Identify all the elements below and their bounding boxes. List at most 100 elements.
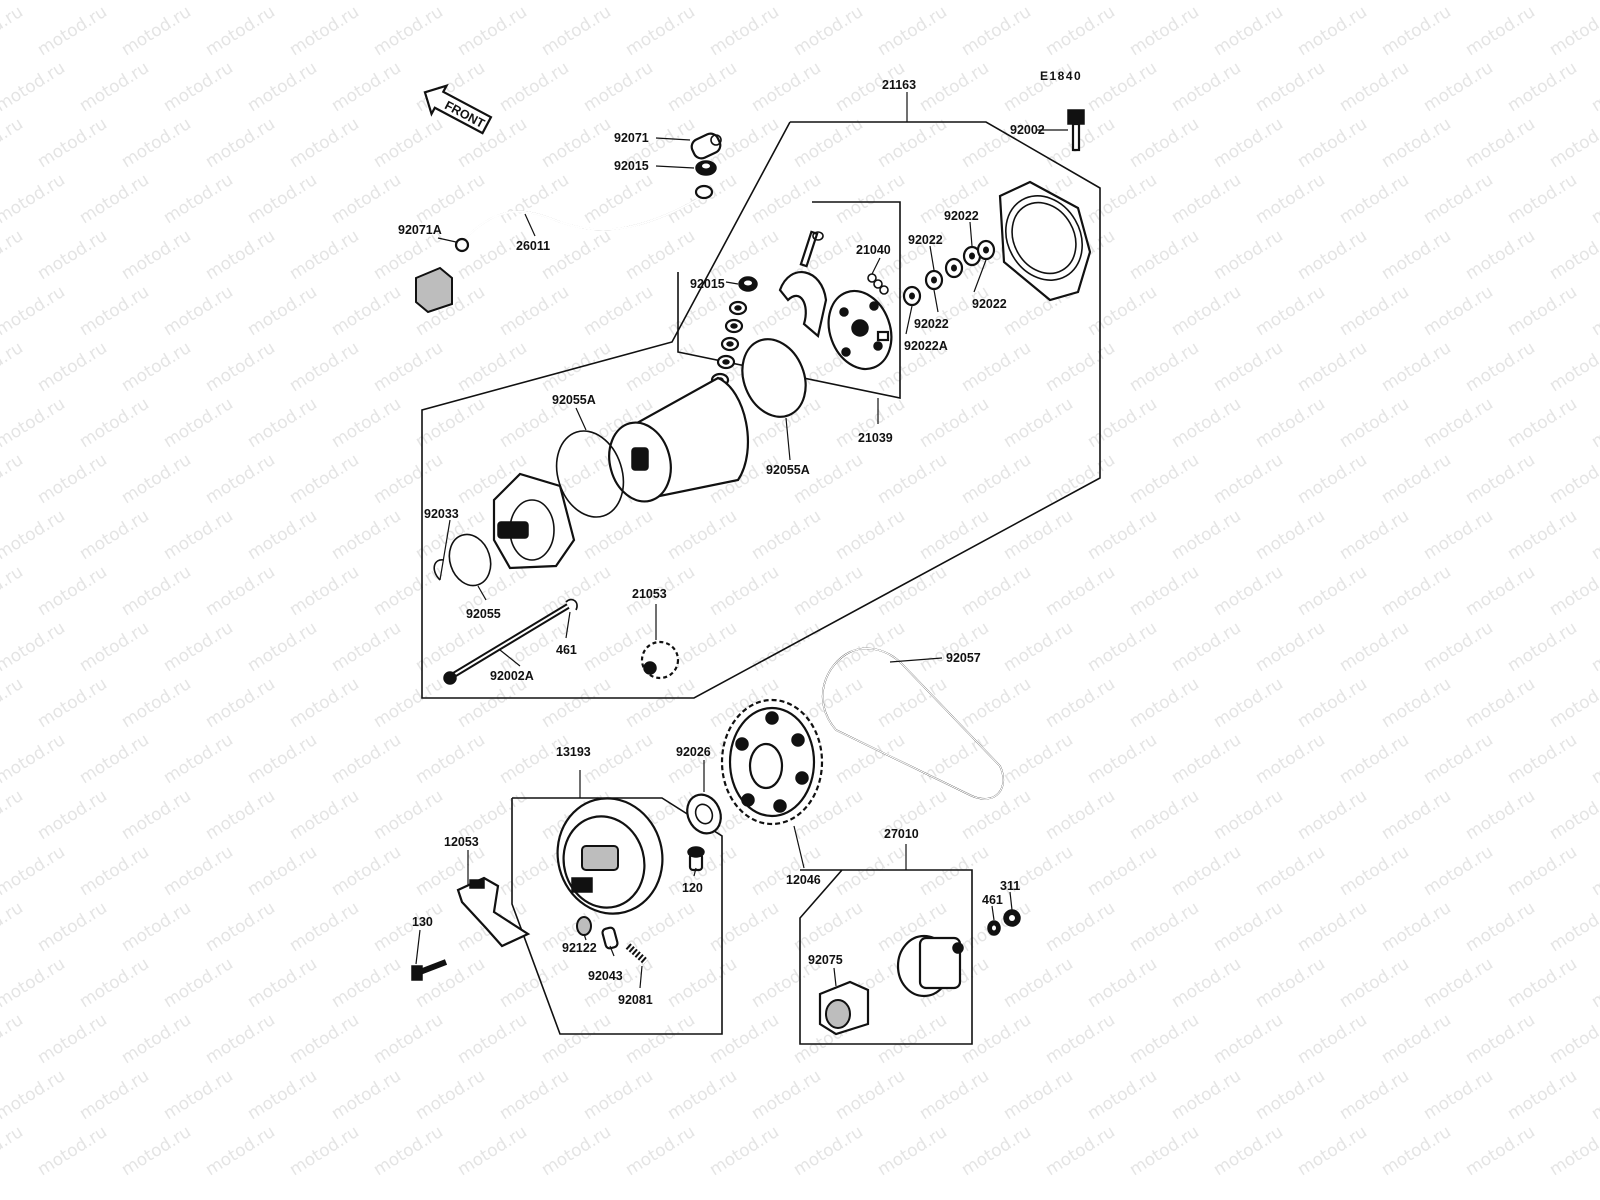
watermark-text: motod.ru [1126, 1010, 1203, 1068]
part-label-92026: 92026 [676, 745, 711, 759]
watermark-text: motod.ru [0, 394, 69, 452]
watermark-text: motod.ru [496, 1066, 573, 1124]
watermark-text: motod.ru [1462, 338, 1539, 396]
watermark-text: motod.ru [1084, 170, 1161, 228]
watermark-text: motod.ru [1546, 674, 1600, 732]
watermark-text: motod.ru [286, 2, 363, 60]
watermark-text: motod.ru [1504, 730, 1581, 788]
watermark-text: motod.ru [916, 0, 993, 4]
part-label-461-bottom: 461 [982, 893, 1003, 907]
watermark-text: motod.ru [1294, 2, 1371, 60]
part-label-12053: 12053 [444, 835, 479, 849]
washer-set-part [902, 239, 996, 307]
watermark-text: motod.ru [0, 226, 27, 284]
watermark-text: motod.ru [34, 562, 111, 620]
part-label-92022-a: 92022 [944, 209, 979, 223]
watermark-text: motod.ru [328, 842, 405, 900]
watermark-text: motod.ru [118, 674, 195, 732]
watermark-text: motod.ru [118, 1010, 195, 1068]
watermark-text: motod.ru [0, 338, 27, 396]
watermark-text: motod.ru [1336, 282, 1413, 340]
end-cover-part [998, 180, 1092, 302]
watermark-text: motod.ru [1084, 730, 1161, 788]
watermark-text: motod.ru [1042, 450, 1119, 508]
watermark-text: motod.ru [286, 450, 363, 508]
watermark-text: motod.ru [328, 170, 405, 228]
watermark-text: motod.ru [916, 394, 993, 452]
watermark-text: motod.ru [328, 0, 405, 4]
watermark-text: motod.ru [160, 730, 237, 788]
watermark-text: motod.ru [1042, 338, 1119, 396]
watermark-text: motod.ru [1588, 0, 1600, 4]
watermark-text: motod.ru [1588, 842, 1600, 900]
watermark-text: motod.ru [328, 954, 405, 1012]
watermark-text: motod.ru [0, 170, 69, 228]
watermark-text: motod.ru [1420, 842, 1497, 900]
watermark-text: motod.ru [958, 2, 1035, 60]
watermark-text: motod.ru [244, 58, 321, 116]
watermark-text: motod.ru [1504, 58, 1581, 116]
watermark-text: motod.ru [1546, 898, 1600, 956]
watermark-text: motod.ru [790, 2, 867, 60]
watermark-text: motod.ru [1336, 506, 1413, 564]
watermark-text: motod.ru [0, 506, 69, 564]
socket-bolt-part [687, 846, 705, 872]
watermark-text: motod.ru [1000, 506, 1077, 564]
watermark-text: motod.ru [328, 58, 405, 116]
watermark-text: motod.ru [580, 58, 657, 116]
watermark-text: motod.ru [538, 226, 615, 284]
watermark-text: motod.ru [34, 114, 111, 172]
watermark-text: motod.ru [412, 730, 489, 788]
watermark-text: motod.ru [1462, 226, 1539, 284]
watermark-text: motod.ru [958, 450, 1035, 508]
watermark-text: motod.ru [160, 170, 237, 228]
watermark-text: motod.ru [76, 730, 153, 788]
watermark-text: motod.ru [202, 338, 279, 396]
watermark-text: motod.ru [1546, 2, 1600, 60]
watermark-text: motod.ru [118, 114, 195, 172]
watermark-text: motod.ru [1042, 898, 1119, 956]
watermark-text: motod.ru [1588, 58, 1600, 116]
watermark-text: motod.ru [1294, 1010, 1371, 1068]
part-label-92033: 92033 [424, 507, 459, 521]
watermark-text: motod.ru [1546, 562, 1600, 620]
watermark-text: motod.ru [916, 1066, 993, 1124]
watermark-text: motod.ru [160, 954, 237, 1012]
watermark-text: motod.ru [1546, 450, 1600, 508]
watermark-text: motod.ru [1546, 226, 1600, 284]
watermark-text: motod.ru [706, 1122, 783, 1180]
watermark-text: motod.ru [1588, 394, 1600, 452]
watermark-text: motod.ru [1588, 954, 1600, 1012]
part-label-92122: 92122 [562, 941, 597, 955]
part-label-130: 130 [412, 915, 433, 929]
part-label-92055a-right: 92055A [766, 463, 810, 477]
watermark-text: motod.ru [0, 2, 27, 60]
watermark-text: motod.ru [664, 506, 741, 564]
watermark-text: motod.ru [1546, 1122, 1600, 1180]
watermark-text: motod.ru [454, 1122, 531, 1180]
watermark-text: motod.ru [1504, 0, 1581, 4]
watermark-text: motod.ru [832, 0, 909, 4]
reduction-gear-part [640, 640, 680, 680]
watermark-text: motod.ru [1294, 338, 1371, 396]
watermark-text: motod.ru [1252, 618, 1329, 676]
watermark-text: motod.ru [160, 842, 237, 900]
watermark-text: motod.ru [328, 282, 405, 340]
watermark-text: motod.ru [1378, 898, 1455, 956]
watermark-text: motod.ru [0, 282, 69, 340]
part-label-92015-mid: 92015 [690, 277, 725, 291]
watermark-text: motod.ru [958, 674, 1035, 732]
part-label-461-top: 461 [556, 643, 577, 657]
watermark-text: motod.ru [1168, 282, 1245, 340]
watermark-text: motod.ru [286, 786, 363, 844]
watermark-text: motod.ru [496, 170, 573, 228]
watermark-text: motod.ru [1546, 786, 1600, 844]
watermark-text: motod.ru [1420, 730, 1497, 788]
watermark-text: motod.ru [1126, 898, 1203, 956]
watermark-text: motod.ru [34, 1010, 111, 1068]
watermark-text: motod.ru [76, 170, 153, 228]
watermark-text: motod.ru [286, 338, 363, 396]
watermark-text: motod.ru [328, 1066, 405, 1124]
part-label-92075: 92075 [808, 953, 843, 967]
watermark-text: motod.ru [244, 0, 321, 4]
